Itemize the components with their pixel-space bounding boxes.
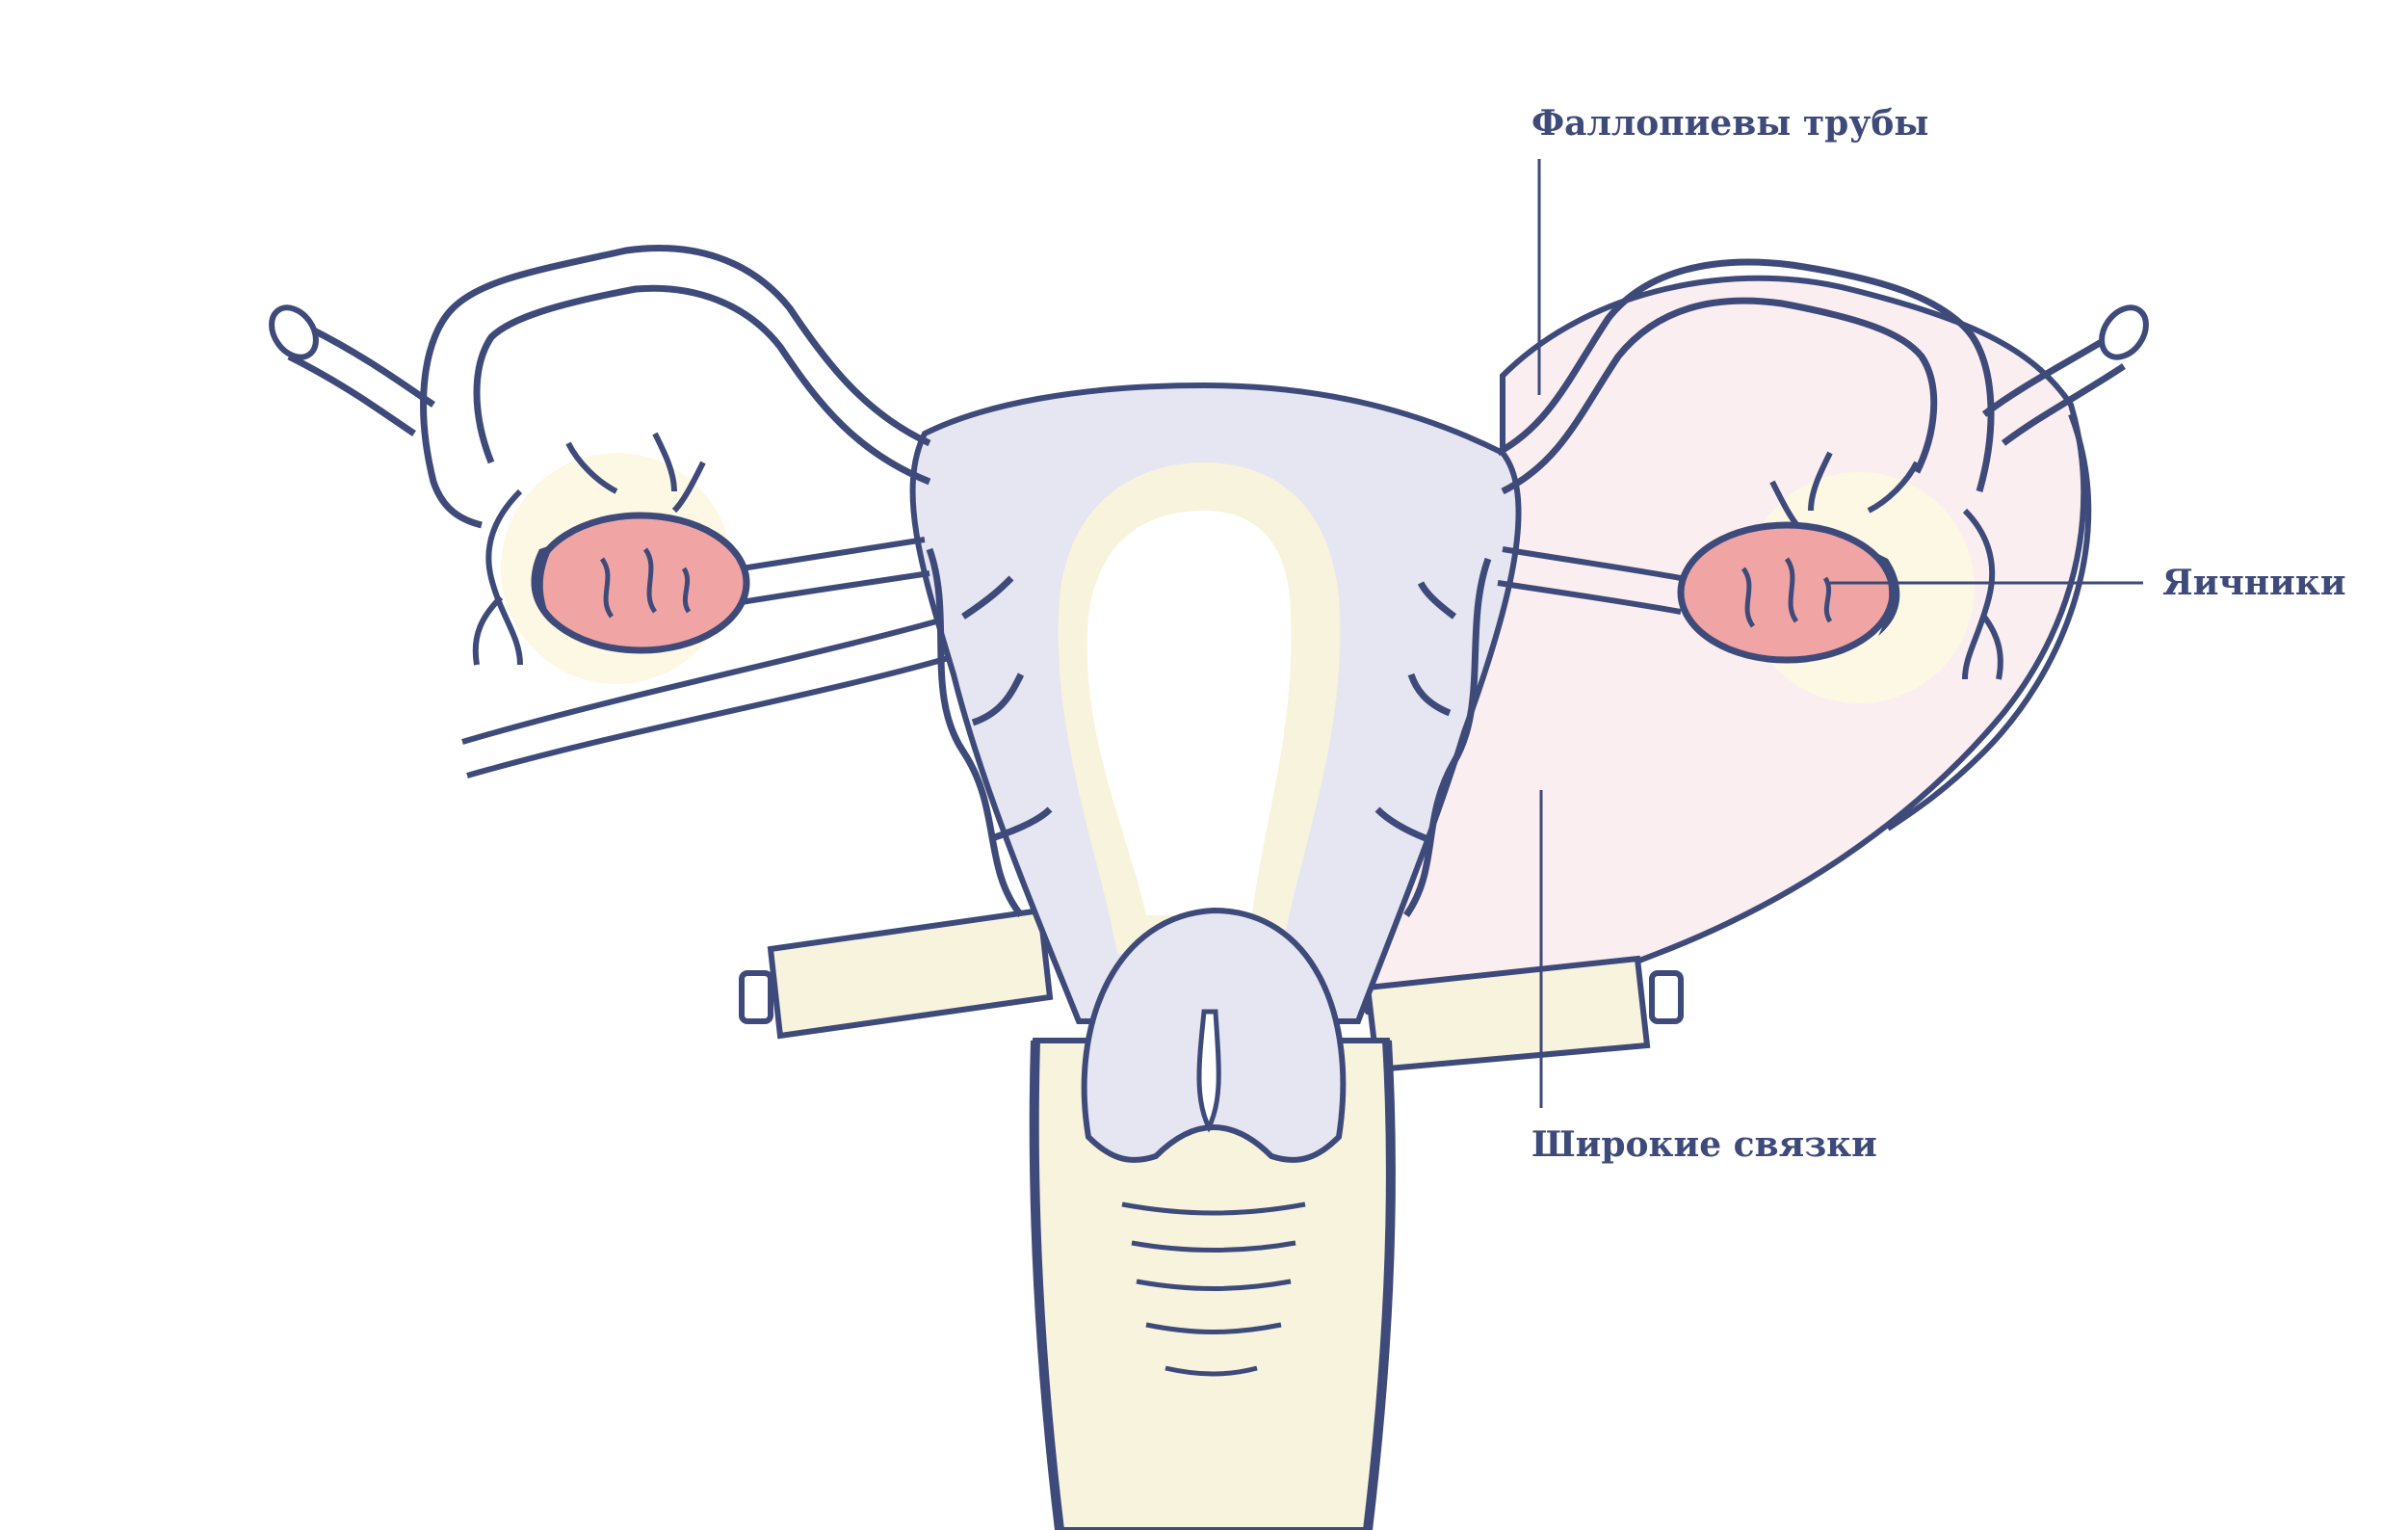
ovarian-ligament-left bbox=[741, 537, 930, 605]
round-ligament-left-cap bbox=[739, 970, 773, 1024]
ovary-right bbox=[1677, 521, 1897, 664]
fimbriae-left-lines bbox=[472, 432, 706, 666]
fallopian-tube-right-loop bbox=[1496, 258, 1995, 495]
cervical-canal bbox=[1196, 1009, 1221, 1133]
broad-ligament-edge bbox=[1886, 412, 2092, 831]
ovary-right-shadow bbox=[1878, 554, 1900, 636]
vaginal-wall-right bbox=[1363, 1040, 1396, 1530]
ovary-left bbox=[531, 512, 750, 654]
fimbria-end-left bbox=[269, 304, 319, 360]
vaginal-wall-left bbox=[1029, 1040, 1064, 1530]
ovary-left-texture bbox=[599, 547, 692, 619]
ligament-band-left bbox=[461, 614, 959, 778]
fimbria-end-right bbox=[2099, 304, 2149, 360]
fimbriae-right-lines bbox=[1769, 451, 2003, 680]
ovary-left-shadow bbox=[531, 544, 554, 626]
uterine-vessel-left bbox=[926, 547, 1053, 918]
uterine-vessel-right bbox=[1374, 557, 1492, 918]
fallopian-tube-right-arm bbox=[1981, 333, 2126, 446]
label-broad-ligaments: Широкие связки bbox=[1531, 1124, 1877, 1165]
uterine-cavity-inner bbox=[1086, 511, 1292, 915]
round-ligament-right-cap bbox=[1649, 970, 1684, 1024]
fallopian-tube-left-arm bbox=[287, 324, 435, 436]
label-fallopian-tubes: Фаллопиевы трубы bbox=[1531, 103, 1928, 144]
vaginal-rugae bbox=[1121, 1201, 1306, 1377]
fallopian-tube-left-loop bbox=[420, 245, 931, 529]
ovarian-ligament-right bbox=[1497, 546, 1682, 615]
label-ovaries: Яичники bbox=[2162, 563, 2346, 603]
round-ligament-left bbox=[767, 907, 1054, 1040]
ovary-right-texture bbox=[1741, 557, 1833, 628]
